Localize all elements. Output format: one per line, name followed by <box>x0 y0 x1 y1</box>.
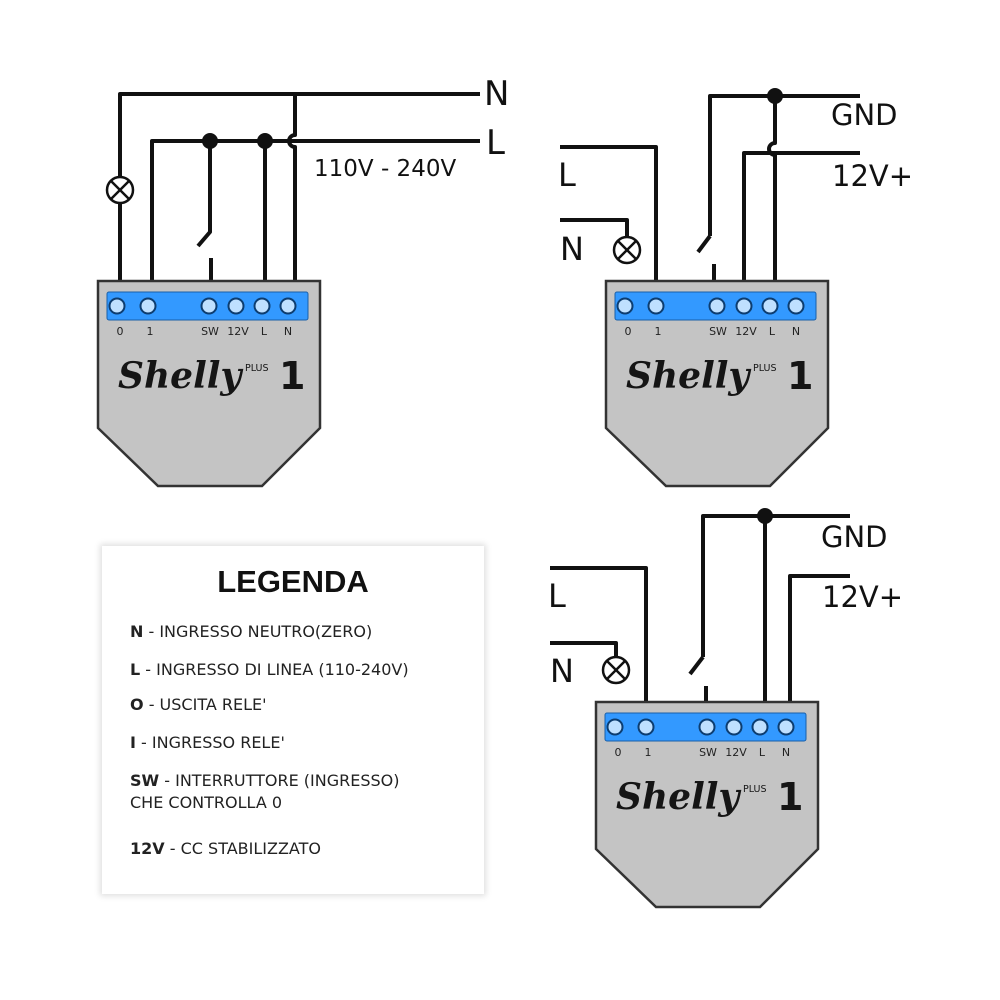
legend-box: LEGENDA N - INGRESSO NEUTRO(ZERO) L - IN… <box>102 546 484 894</box>
n-label: N <box>484 74 509 114</box>
v12-label: 12V+ <box>832 159 913 193</box>
plus-label: PLUS <box>753 363 777 374</box>
terminal-screw <box>139 297 157 315</box>
terminal-label: SW <box>201 325 219 338</box>
switch-blade <box>688 655 705 676</box>
plus-label: PLUS <box>245 363 269 374</box>
model-number: 1 <box>777 775 803 819</box>
terminal-screw <box>279 297 297 315</box>
brand-logo-text: Shelly <box>626 355 751 397</box>
l-label: L <box>548 577 566 615</box>
line-wire <box>150 139 480 281</box>
neutral-wire <box>550 641 618 658</box>
terminal-screw <box>200 297 218 315</box>
terminal-screw <box>751 718 769 736</box>
terminal-screw <box>698 718 716 736</box>
model-number: 1 <box>279 354 305 398</box>
terminal-label: N <box>284 325 292 338</box>
legend-item: 12V - CC STABILIZZATO <box>130 839 321 858</box>
terminal-screw <box>253 297 271 315</box>
terminal-label: 1 <box>147 325 154 338</box>
brand-logo-text: Shelly <box>118 355 243 397</box>
lamp-cross-icon <box>601 655 631 685</box>
terminal-label: 1 <box>655 325 662 338</box>
terminal-screw <box>637 718 655 736</box>
line-wire <box>560 145 658 282</box>
v12-wire <box>788 574 850 703</box>
v12-wire <box>742 151 860 282</box>
terminal-label: 0 <box>615 746 622 759</box>
terminal-screw <box>616 297 634 315</box>
gnd-label: GND <box>831 98 898 132</box>
line-wire <box>550 566 648 703</box>
legend-item: N - INGRESSO NEUTRO(ZERO) <box>130 622 373 641</box>
lamps-layer <box>105 175 642 685</box>
n-label: N <box>550 652 574 690</box>
terminal-label: N <box>792 325 800 338</box>
v12-label: 12V+ <box>822 580 903 614</box>
terminal-label: 0 <box>625 325 632 338</box>
terminal-screw <box>606 718 624 736</box>
legend-item: O - USCITA RELE' <box>130 695 267 714</box>
gnd-wire <box>701 514 850 657</box>
terminal-label: N <box>782 746 790 759</box>
neutral-wire <box>560 218 629 238</box>
legend-item: SW - INTERRUTTORE (INGRESSO)CHE CONTROLL… <box>130 771 400 812</box>
terminal-screw <box>108 297 126 315</box>
terminal-label: SW <box>709 325 727 338</box>
l-label: L <box>558 156 576 194</box>
gnd-wire <box>708 94 860 236</box>
neutral-wire <box>118 92 480 281</box>
junction-dot <box>257 133 273 149</box>
wire-labels-layer: N L 110V - 240V L N GND 12V+ L N GND 12V… <box>314 74 913 690</box>
junction-dot <box>767 88 783 104</box>
plus-label: PLUS <box>743 784 767 795</box>
terminal-label: L <box>261 325 268 338</box>
terminal-label: 12V <box>227 325 249 338</box>
l-label: L <box>486 123 505 163</box>
terminal-label: L <box>759 746 766 759</box>
n-label: N <box>560 230 584 268</box>
terminal-label: 1 <box>645 746 652 759</box>
lamp-cross-icon <box>105 175 135 205</box>
terminal-screw <box>787 297 805 315</box>
junctions-layer <box>202 88 783 524</box>
voltage-label: 110V - 240V <box>314 156 456 182</box>
terminal-label: L <box>769 325 776 338</box>
terminal-screw <box>777 718 795 736</box>
terminal-label: 12V <box>735 325 757 338</box>
terminal-screw <box>227 297 245 315</box>
junction-dot <box>757 508 773 524</box>
terminal-screw <box>725 718 743 736</box>
legend-title: LEGENDA <box>217 564 369 599</box>
switch-wire <box>196 141 212 248</box>
lamp-cross-icon <box>612 235 642 265</box>
terminal-screw <box>761 297 779 315</box>
model-number: 1 <box>787 354 813 398</box>
terminal-label: SW <box>699 746 717 759</box>
legend-item: L - INGRESSO DI LINEA (110-240V) <box>130 660 409 679</box>
device-body <box>604 279 830 488</box>
switch-blade <box>696 234 712 254</box>
wires-layer <box>118 92 860 703</box>
device-body <box>594 700 820 909</box>
terminal-screw <box>708 297 726 315</box>
terminal-label: 12V <box>725 746 747 759</box>
brand-logo-text: Shelly <box>616 776 741 818</box>
gnd-to-terminal-wire <box>767 96 777 282</box>
neutral-to-terminal-wire <box>287 94 297 281</box>
legend-item: I - INGRESSO RELE' <box>130 733 285 752</box>
gnd-label: GND <box>821 520 888 554</box>
terminal-label: 0 <box>117 325 124 338</box>
device-body <box>96 279 322 488</box>
terminal-screw <box>735 297 753 315</box>
terminal-screw <box>647 297 665 315</box>
junction-dot <box>202 133 218 149</box>
